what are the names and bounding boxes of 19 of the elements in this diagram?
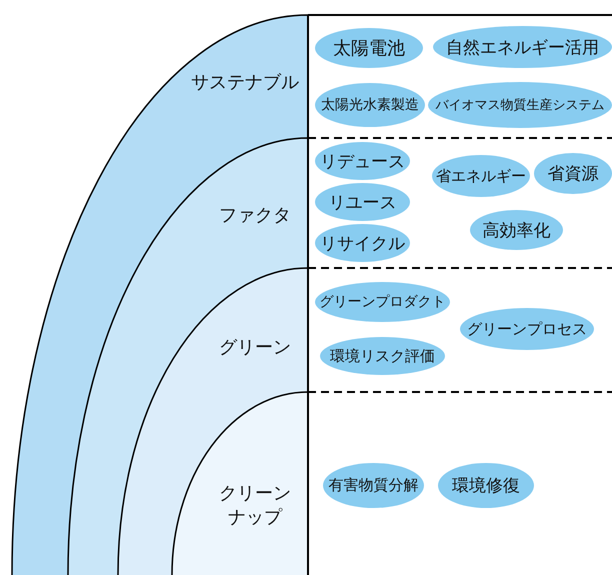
term-bubble: リサイクル — [315, 224, 410, 262]
term-bubble: 自然エネルギー活用 — [433, 26, 612, 68]
term-bubble: 太陽光水素製造 — [315, 83, 425, 127]
term-bubble: バイオマス物質生産システム — [428, 82, 612, 128]
term-bubble: 省資源 — [534, 153, 612, 194]
band-label: ファクタ — [218, 204, 292, 227]
term-bubble: グリーンプロセス — [460, 308, 594, 350]
term-bubble: 有害物質分解 — [323, 463, 424, 508]
term-bubble: 環境リスク評価 — [320, 337, 445, 375]
term-bubble: リユース — [315, 183, 410, 221]
term-bubble: 省エネルギー — [432, 155, 530, 197]
band-label: クリーンナップ — [218, 482, 292, 529]
term-bubble: リデュース — [315, 142, 410, 180]
term-bubble: グリーンプロダクト — [315, 282, 450, 322]
band-label: サステナブル — [190, 71, 300, 94]
term-bubble: 高効率化 — [470, 210, 563, 250]
term-bubble: 太陽電池 — [315, 28, 423, 68]
band-label: グリーン — [218, 336, 292, 359]
term-bubble: 環境修復 — [438, 463, 534, 508]
